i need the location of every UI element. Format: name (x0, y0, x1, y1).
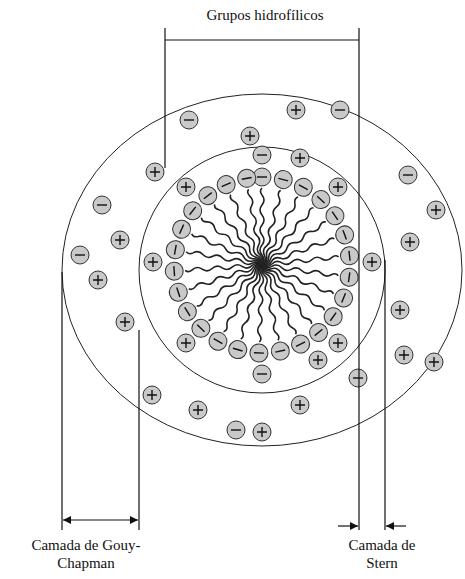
group-label: Grupos hidrofílicos (165, 6, 365, 24)
layer-label: Camada de Gouy-Chapman (16, 536, 156, 572)
layer-label: Camada de Stern (332, 536, 432, 572)
